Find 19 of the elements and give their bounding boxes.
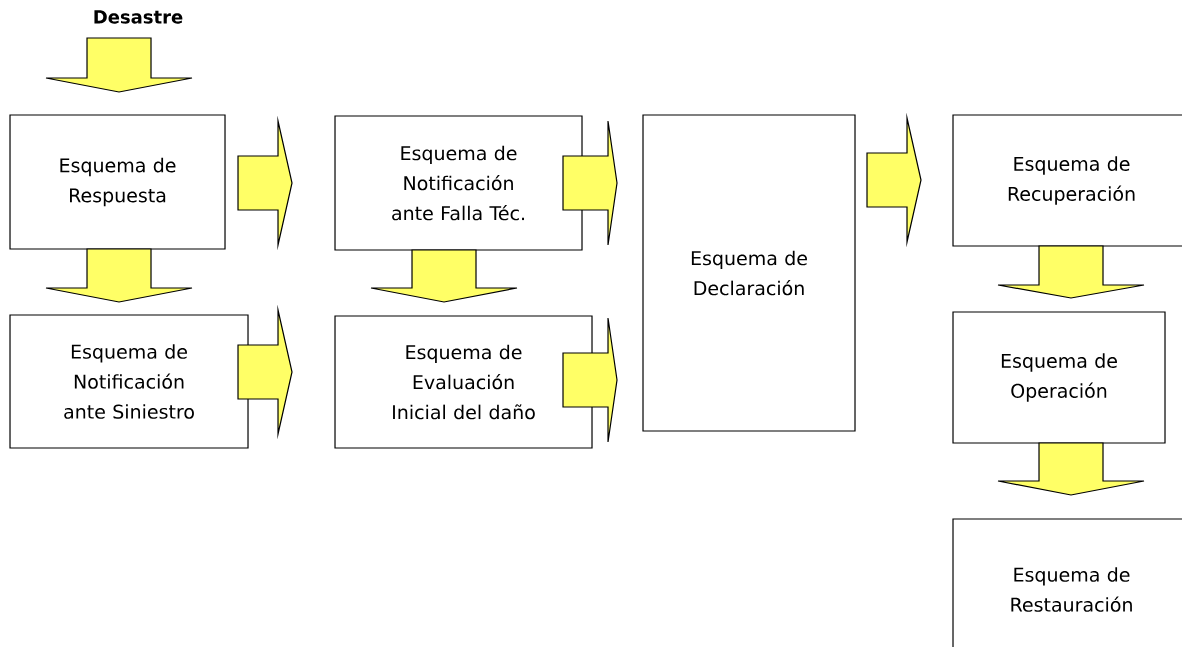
block-arrow: [866, 112, 922, 248]
process-box: Esquema de Evaluación Inicial del daño: [334, 315, 593, 449]
block-arrow: [370, 249, 518, 303]
block-arrow: [45, 248, 193, 303]
process-box: Esquema de Operación: [952, 311, 1166, 444]
block-arrow: [237, 115, 293, 251]
process-box: Esquema de Respuesta: [9, 114, 226, 250]
process-box: Esquema de Declaración: [642, 114, 856, 432]
block-arrow: [997, 442, 1145, 496]
process-box: Esquema de Recuperación: [952, 114, 1182, 247]
block-arrow: [562, 120, 618, 246]
process-box: Esquema de Restauración: [952, 518, 1182, 647]
block-arrow: [45, 37, 193, 93]
process-box: Esquema de Notificación ante Siniestro: [9, 314, 249, 449]
start-label: Desastre: [94, 10, 183, 24]
block-arrow: [562, 317, 618, 443]
process-box: Esquema de Notificación ante Falla Téc.: [334, 115, 583, 251]
block-arrow: [237, 304, 293, 440]
block-arrow: [997, 245, 1145, 299]
